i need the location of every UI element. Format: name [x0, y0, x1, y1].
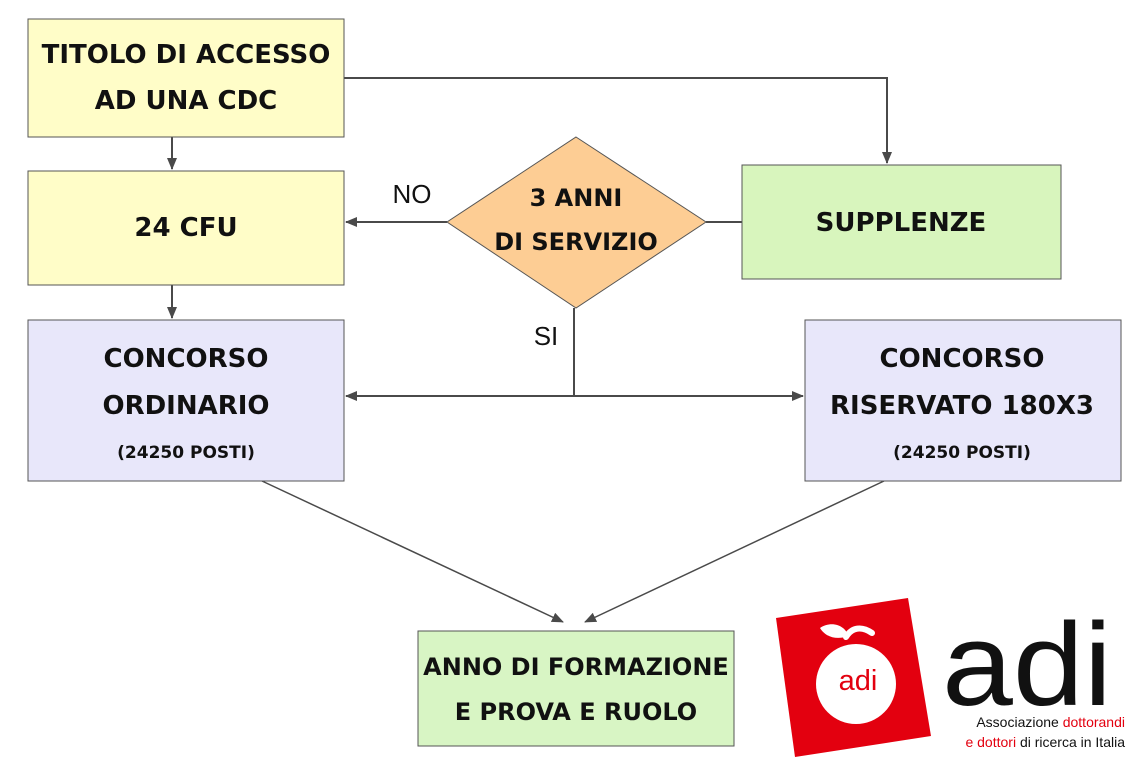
node-riservato-line1: CONCORSO: [880, 344, 1045, 374]
connectors: [167, 77, 892, 623]
node-ordinario-line3: (24250 POSTI): [117, 443, 255, 463]
node-titolo-line1: TITOLO DI ACCESSO: [42, 40, 331, 70]
logo-tagline-line2: e dottori di ricerca in Italia: [965, 734, 1125, 750]
apple-leaf-icon: [820, 624, 848, 638]
node-3-anni-di-servizio: 3 ANNI DI SERVIZIO: [446, 136, 707, 309]
node-supplenze-box: [741, 164, 1062, 280]
node-formazione-line2: E PROVA E RUOLO: [455, 698, 697, 726]
node-servizio-line2: DI SERVIZIO: [494, 228, 658, 256]
adi-logo: adi adi Associazione dottorandi e dottor…: [776, 598, 1125, 757]
edge-label-no: NO: [393, 179, 432, 209]
edge-riservato-to-formazione: [584, 480, 885, 623]
edge-label-si: SI: [534, 321, 559, 351]
node-formazione-line1: ANNO DI FORMAZIONE: [423, 653, 729, 681]
node-riservato-line3: (24250 POSTI): [893, 443, 1031, 463]
node-cfu-line1: 24 CFU: [134, 213, 237, 243]
node-riservato-line2: RISERVATO 180X3: [830, 391, 1094, 421]
adi-logo-mark: adi: [776, 598, 931, 757]
tagline-word-associazione: Associazione: [976, 714, 1059, 730]
node-concorso-ordinario: CONCORSO ORDINARIO (24250 POSTI): [27, 319, 345, 482]
edge-titolo-to-supplenze: [344, 77, 892, 164]
node-riservato-box: [804, 319, 1122, 482]
logo-mark-text: adi: [839, 665, 878, 697]
node-concorso-riservato: CONCORSO RISERVATO 180X3 (24250 POSTI): [804, 319, 1122, 482]
node-ordinario-line1: CONCORSO: [104, 344, 269, 374]
node-formazione-box: [417, 630, 735, 747]
node-servizio-diamond: [446, 136, 707, 309]
logo-tagline-line1: Associazione dottorandi: [976, 714, 1125, 730]
tagline-word-e: e: [965, 734, 973, 750]
logo-wordmark: adi: [942, 599, 1112, 731]
tagline-word-dottorandi: dottorandi: [1063, 714, 1125, 730]
node-cfu-box: [27, 170, 345, 286]
node-titolo-line2: AD UNA CDC: [95, 86, 278, 116]
node-titolo-box: [27, 18, 345, 138]
node-24-cfu: 24 CFU: [27, 170, 345, 286]
tagline-word-rest: di ricerca in Italia: [1020, 734, 1125, 750]
tagline-word-dottori: dottori: [977, 734, 1016, 750]
node-ordinario-box: [27, 319, 345, 482]
node-servizio-line1: 3 ANNI: [530, 184, 623, 212]
node-titolo-di-accesso: TITOLO DI ACCESSO AD UNA CDC: [27, 18, 345, 138]
node-ordinario-line2: ORDINARIO: [102, 391, 269, 421]
node-anno-di-formazione: ANNO DI FORMAZIONE E PROVA E RUOLO: [417, 630, 735, 747]
node-supplenze: SUPPLENZE: [741, 164, 1062, 280]
edge-ordinario-to-formazione: [261, 480, 564, 623]
node-supplenze-line1: SUPPLENZE: [816, 208, 987, 238]
apple-icon: [816, 644, 896, 724]
